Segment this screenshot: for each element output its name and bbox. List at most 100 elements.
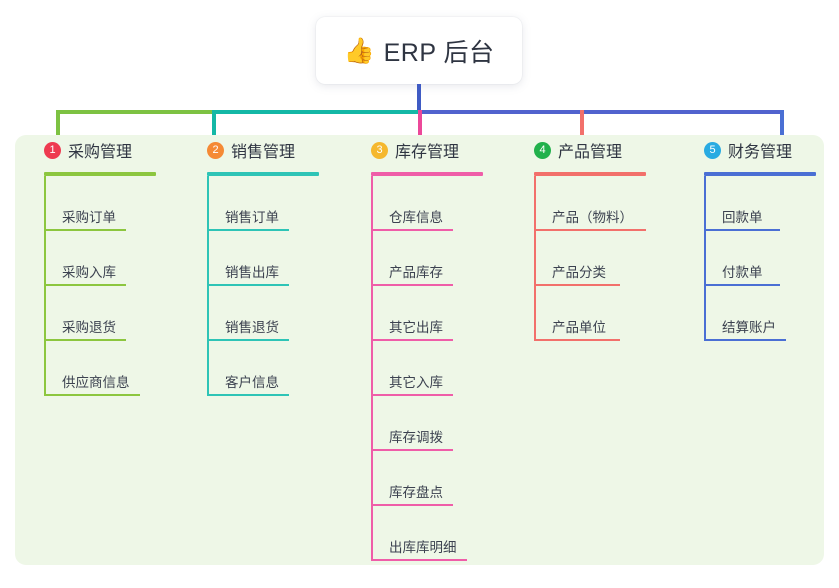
- root-node-card[interactable]: 👍 ERP 后台: [316, 17, 522, 84]
- branch-spine-3: [371, 176, 373, 561]
- leaf-node-underline: [704, 229, 780, 231]
- leaf-node[interactable]: 销售订单: [207, 176, 351, 231]
- leaf-node-label: 销售出库: [225, 265, 279, 280]
- branch-title-1: 采购管理: [68, 144, 133, 161]
- leaf-node[interactable]: 产品分类: [534, 231, 678, 286]
- leaf-node[interactable]: 库存盘点: [371, 451, 515, 506]
- leaf-node[interactable]: 产品单位: [534, 286, 678, 341]
- branch-badge-2: 2: [207, 141, 224, 159]
- branch-stub-5: [780, 110, 784, 140]
- leaf-node-label: 其它入库: [389, 375, 443, 390]
- branch-stub-2: [212, 110, 216, 140]
- leaf-node[interactable]: 库存调拨: [371, 396, 515, 451]
- thumbs-up-icon: 👍: [343, 37, 375, 65]
- leaf-node-label: 供应商信息: [62, 375, 130, 390]
- leaf-node-underline: [704, 339, 786, 341]
- branch-underline-4: [534, 172, 646, 176]
- leaf-node[interactable]: 付款单: [704, 231, 839, 286]
- branch-column-3: 3 库存管理仓库信息产品库存其它出库其它入库库存调拨库存盘点出库库明细: [365, 135, 515, 561]
- leaf-node[interactable]: 采购入库: [44, 231, 188, 286]
- leaf-node-underline: [44, 339, 126, 341]
- branch-badge-1: 1: [44, 141, 61, 159]
- bus-segment-teal: [212, 110, 420, 114]
- branch-underline-2: [207, 172, 319, 176]
- root-node-title: ERP 后台: [383, 38, 495, 67]
- leaf-node-underline: [534, 284, 620, 286]
- leaf-node[interactable]: 供应商信息: [44, 341, 188, 396]
- branch-badge-3: 3: [371, 141, 388, 159]
- branch-underline-3: [371, 172, 483, 176]
- branch-column-5: 5 财务管理回款单付款单结算账户: [698, 135, 839, 341]
- branch-underline-5: [704, 172, 816, 176]
- branch-header-1[interactable]: 1 采购管理: [38, 135, 188, 165]
- leaf-node[interactable]: 产品库存: [371, 231, 515, 286]
- leaf-node-underline: [207, 229, 289, 231]
- leaf-node[interactable]: 采购订单: [44, 176, 188, 231]
- leaf-node-underline: [207, 339, 289, 341]
- leaf-node[interactable]: 仓库信息: [371, 176, 515, 231]
- leaf-node-label: 库存调拨: [389, 430, 443, 445]
- leaf-node-label: 仓库信息: [389, 210, 443, 225]
- leaf-node-label: 采购退货: [62, 320, 116, 335]
- leaf-node-label: 其它出库: [389, 320, 443, 335]
- bus-segment-blue: [418, 110, 784, 114]
- leaf-node-underline: [371, 449, 453, 451]
- leaf-node-underline: [534, 229, 646, 231]
- leaf-node-underline: [371, 394, 453, 396]
- leaf-node-label: 出库库明细: [389, 540, 457, 555]
- branch-column-2: 2 销售管理销售订单销售出库销售退货客户信息: [201, 135, 351, 396]
- leaf-node[interactable]: 回款单: [704, 176, 839, 231]
- leaf-node-label: 库存盘点: [389, 485, 443, 500]
- leaf-node-label: 产品库存: [389, 265, 443, 280]
- leaf-node-label: 客户信息: [225, 375, 279, 390]
- leaf-node[interactable]: 产品（物料）: [534, 176, 678, 231]
- leaf-node[interactable]: 结算账户: [704, 286, 839, 341]
- leaf-node-label: 产品分类: [552, 265, 606, 280]
- branch-items-3: 仓库信息产品库存其它出库其它入库库存调拨库存盘点出库库明细: [371, 176, 515, 561]
- branch-items-4: 产品（物料） 产品分类产品单位: [534, 176, 678, 341]
- leaf-node-underline: [44, 284, 126, 286]
- leaf-node-label: 采购订单: [62, 210, 116, 225]
- branch-title-3: 库存管理: [395, 144, 460, 161]
- branch-header-2[interactable]: 2 销售管理: [201, 135, 351, 165]
- leaf-node-underline: [371, 229, 453, 231]
- branch-title-5: 财务管理: [728, 144, 793, 161]
- branch-column-1: 1 采购管理采购订单采购入库采购退货供应商信息: [38, 135, 188, 396]
- leaf-node-label: 销售订单: [225, 210, 279, 225]
- branch-stub-1: [56, 110, 60, 140]
- leaf-node-label: 回款单: [722, 210, 763, 225]
- leaf-node[interactable]: 其它入库: [371, 341, 515, 396]
- branch-spine-4: [534, 176, 536, 341]
- leaf-node[interactable]: 销售出库: [207, 231, 351, 286]
- leaf-node-label: 销售退货: [225, 320, 279, 335]
- trunk-connector: [417, 84, 421, 113]
- branch-badge-5: 5: [704, 141, 721, 159]
- leaf-node[interactable]: 客户信息: [207, 341, 351, 396]
- bus-segment-green: [56, 110, 214, 114]
- leaf-node[interactable]: 出库库明细: [371, 506, 515, 561]
- branch-title-4: 产品管理: [558, 144, 623, 161]
- leaf-node[interactable]: 销售退货: [207, 286, 351, 341]
- leaf-node[interactable]: 采购退货: [44, 286, 188, 341]
- branch-title-2: 销售管理: [231, 144, 296, 161]
- leaf-node[interactable]: 其它出库: [371, 286, 515, 341]
- branch-header-3[interactable]: 3 库存管理: [365, 135, 515, 165]
- leaf-node-label: 付款单: [722, 265, 763, 280]
- leaf-node-underline: [371, 339, 453, 341]
- leaf-node-underline: [44, 229, 126, 231]
- leaf-node-underline: [704, 284, 780, 286]
- branches-panel: 1 采购管理采购订单采购入库采购退货供应商信息 2 销售管理销售订单销售出库销售退货客…: [15, 135, 824, 565]
- leaf-node-underline: [44, 394, 140, 396]
- branch-header-5[interactable]: 5 财务管理: [698, 135, 839, 165]
- branch-stub-4: [580, 110, 584, 140]
- leaf-node-underline: [371, 504, 453, 506]
- leaf-node-underline: [207, 284, 289, 286]
- branch-spine-5: [704, 176, 706, 341]
- leaf-node-label: 采购入库: [62, 265, 116, 280]
- branch-spine-2: [207, 176, 209, 396]
- branch-items-1: 采购订单采购入库采购退货供应商信息: [44, 176, 188, 396]
- leaf-node-underline: [371, 284, 453, 286]
